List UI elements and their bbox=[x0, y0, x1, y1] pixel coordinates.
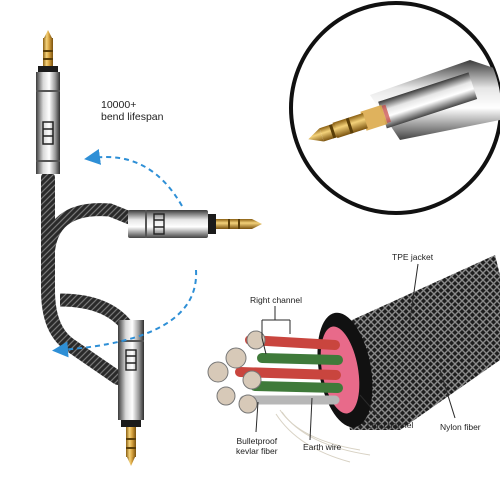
ladder-logo-icon bbox=[125, 349, 137, 371]
callout-lines bbox=[255, 263, 456, 441]
kevlar-line-1: Bulletproof bbox=[236, 436, 278, 446]
bend-arrow-lower bbox=[52, 269, 198, 358]
nylon-fiber-label: Nylon fiber bbox=[440, 422, 481, 432]
zoom-circle bbox=[289, 1, 500, 215]
right-channel-label: Right channel bbox=[250, 295, 302, 305]
tpe-jacket-label: TPE jacket bbox=[392, 252, 434, 262]
bend-lifespan-label: 10000+ bend lifespan bbox=[101, 99, 163, 123]
bend-arrow-upper bbox=[84, 148, 183, 207]
top-plug bbox=[36, 30, 60, 174]
left-channel-label: Left channel bbox=[367, 420, 414, 430]
side-plug bbox=[128, 210, 262, 238]
earth-wire-label: Earth wire bbox=[303, 442, 342, 452]
ladder-logo-icon bbox=[42, 121, 54, 145]
bend-lifespan-count: 10000+ bbox=[101, 99, 137, 111]
cable-cross-section bbox=[207, 255, 500, 463]
kevlar-fiber-label: Bulletproof kevlar fiber bbox=[236, 436, 278, 456]
bend-lifespan-text: bend lifespan bbox=[101, 111, 164, 123]
ladder-logo-icon bbox=[153, 213, 165, 235]
kevlar-line-2: kevlar fiber bbox=[236, 446, 278, 456]
